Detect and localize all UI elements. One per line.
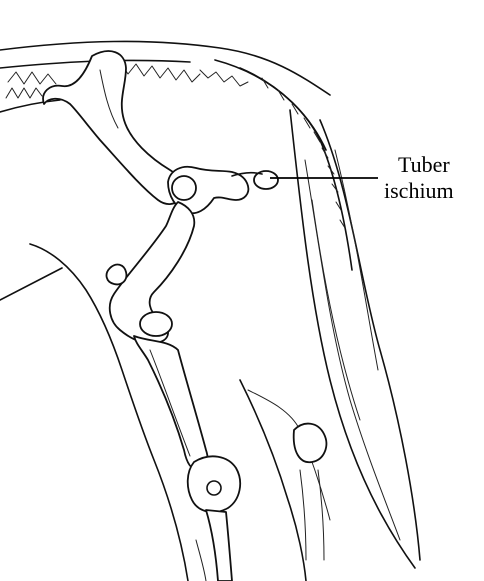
stifle-joint — [140, 312, 172, 336]
far-hind-leg — [248, 390, 330, 560]
pelvis — [43, 51, 183, 204]
tail-vertebrae — [215, 60, 352, 270]
cannon-bone — [196, 510, 232, 581]
label-tuber: Tuber — [398, 152, 450, 177]
label-ischium: ischium — [384, 178, 454, 203]
hock-joint — [188, 456, 240, 512]
body-outline — [0, 244, 306, 581]
spine-outline — [0, 41, 330, 112]
tibia — [134, 336, 208, 470]
